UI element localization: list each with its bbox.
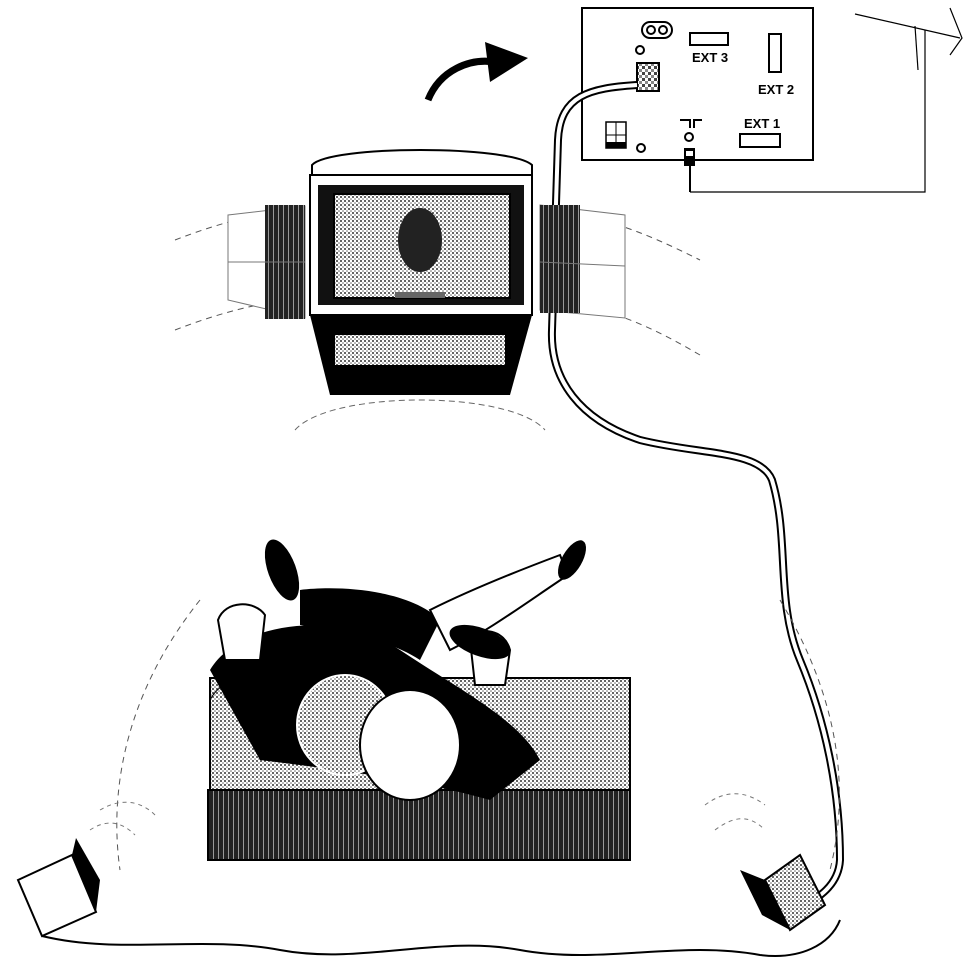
ext1-connector[interactable] <box>740 134 780 147</box>
curved-arrow-icon <box>428 42 528 100</box>
ext3-connector[interactable] <box>690 33 728 45</box>
shoe-icon <box>258 535 306 605</box>
left-window <box>228 205 305 319</box>
tv-icon <box>310 150 532 395</box>
person-icon <box>210 535 592 800</box>
right-window <box>540 205 625 318</box>
speaker-terminal-icon[interactable] <box>637 63 659 91</box>
right-speaker-icon <box>705 794 825 930</box>
audio-connector-icon <box>642 22 672 38</box>
left-speaker-icon <box>18 802 155 936</box>
speaker-link-cable <box>42 920 840 956</box>
ext2-label: EXT 2 <box>758 82 794 97</box>
ext2-connector[interactable] <box>769 34 781 72</box>
ext3-label: EXT 3 <box>692 50 728 65</box>
ext1-label: EXT 1 <box>744 116 780 131</box>
